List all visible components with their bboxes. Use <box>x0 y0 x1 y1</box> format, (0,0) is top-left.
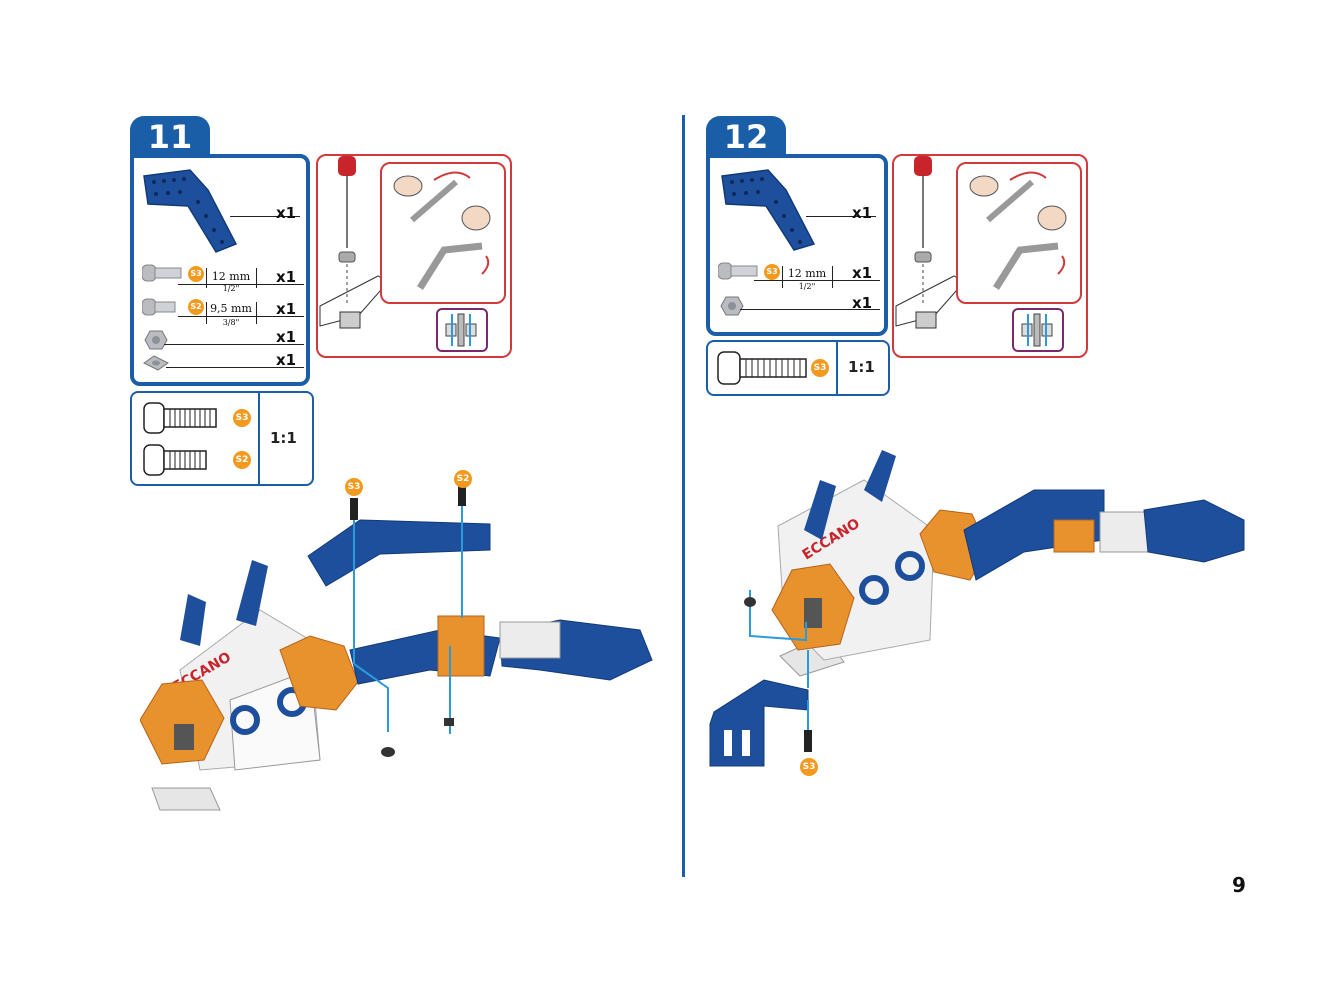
s3-badge: S3 <box>188 266 204 282</box>
qty-label: x1 <box>276 204 296 222</box>
bolt-actual-size-icon <box>142 401 222 435</box>
bend-inset <box>380 162 506 304</box>
scale-ratio: 1:1 <box>270 429 297 447</box>
qty-label: x1 <box>852 294 872 312</box>
nut-icon <box>720 296 744 316</box>
bend-plate-illustration <box>382 164 504 302</box>
bolt-icon <box>718 260 760 282</box>
clamp-detail-illustration <box>1014 310 1062 350</box>
angled-plate-icon <box>140 166 240 256</box>
dimension-imperial: 1/2" <box>782 282 832 291</box>
parts-list-panel: x1 S3 12 mm 1/2" x1 x1 <box>706 154 888 336</box>
dimension-tick <box>832 266 833 288</box>
page-number: 9 <box>1232 873 1246 897</box>
s3-badge: S3 <box>811 359 829 377</box>
scale-divider <box>836 342 838 394</box>
s3-badge: S3 <box>764 264 780 280</box>
s3-callout-badge: S3 <box>800 758 818 776</box>
robot-assembly-illustration: ECCANO <box>140 470 670 830</box>
bolt-actual-size-icon <box>716 350 812 386</box>
dimension-imperial: 1/2" <box>206 284 256 293</box>
qty-label: x1 <box>852 204 872 222</box>
scale-reference-box: S3 1:1 <box>706 340 890 396</box>
s3-callout-badge: S3 <box>345 478 363 496</box>
bolt-icon <box>142 262 184 284</box>
dimension-imperial: 3/8" <box>206 318 256 327</box>
tool-instruction-panel <box>892 154 1088 358</box>
qty-label: x1 <box>276 328 296 346</box>
clamp-detail-illustration <box>438 310 486 350</box>
dimension-metric: 12 mm <box>206 270 256 283</box>
s3-badge: S3 <box>233 409 251 427</box>
qty-label: x1 <box>276 268 296 286</box>
tool-instruction-panel <box>316 154 512 358</box>
s2-badge: S2 <box>188 299 204 315</box>
bend-plate-illustration <box>958 164 1080 302</box>
step-number-tab: 12 <box>706 116 786 156</box>
s2-badge: S2 <box>233 451 251 469</box>
parts-list-panel: x1 S3 12 mm 1/2" x1 S2 9,5 mm 3/8" x1 x1… <box>130 154 310 386</box>
nut-icon <box>144 330 168 350</box>
page-divider <box>682 115 685 877</box>
square-nut-icon <box>142 354 170 372</box>
robot-assembly-illustration: ECCANO <box>704 440 1254 780</box>
dimension-tick <box>256 268 257 288</box>
detail-inset <box>1012 308 1064 352</box>
dimension-metric: 9,5 mm <box>204 302 258 315</box>
qty-label: x1 <box>276 351 296 369</box>
angled-plate-icon <box>718 166 818 252</box>
scale-ratio: 1:1 <box>848 358 875 376</box>
qty-label: x1 <box>276 300 296 318</box>
bolt-icon <box>142 296 184 318</box>
bend-inset <box>956 162 1082 304</box>
qty-label: x1 <box>852 264 872 282</box>
step-number-tab: 11 <box>130 116 210 156</box>
s2-callout-badge: S2 <box>454 470 472 488</box>
dimension-metric: 12 mm <box>782 267 832 280</box>
detail-inset <box>436 308 488 352</box>
